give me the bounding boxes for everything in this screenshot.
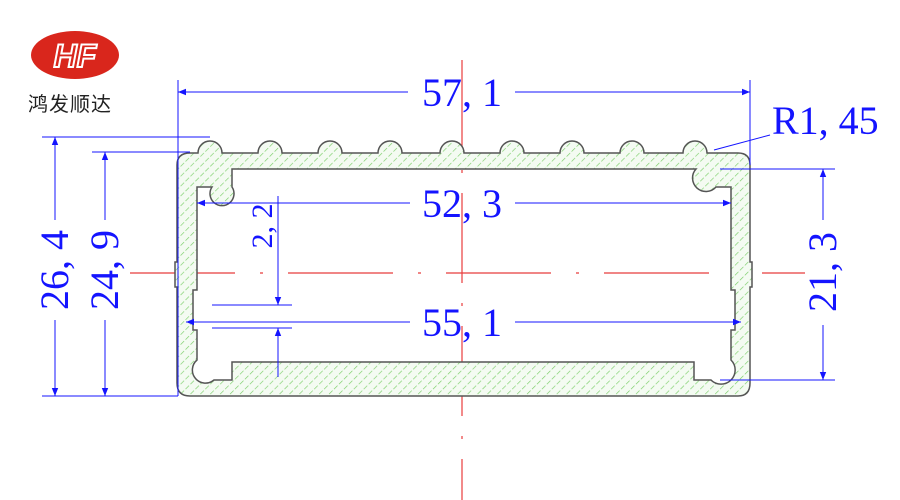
corner-radius-label: R1, 45 [772, 98, 879, 143]
inner-height-label: 21, 3 [800, 232, 845, 312]
dim-corner-radius: R1, 45 [713, 98, 879, 151]
dim-overall-width: 57, 1 [177, 70, 751, 396]
dim-body-height: 24, 9 [82, 151, 190, 396]
company-name: 鸿发顺达 [28, 92, 112, 116]
overall-height-label: 26, 4 [32, 230, 77, 310]
dim-slot-width: 55, 1 [186, 300, 741, 345]
svg-text:HF: HF [54, 38, 98, 74]
inner-width-label: 52, 3 [422, 181, 502, 226]
dim-overall-height: 26, 4 [32, 136, 210, 397]
extrusion-profile [174, 140, 753, 397]
dim-inner-height: 21, 3 [720, 168, 845, 381]
dim-slot-gap: 2, 2 [212, 196, 292, 377]
slot-width-label: 55, 1 [422, 300, 502, 345]
slot-gap-label: 2, 2 [246, 204, 279, 249]
company-logo: HF [31, 31, 119, 79]
overall-width-label: 57, 1 [422, 70, 502, 115]
dim-inner-width: 52, 3 [197, 181, 731, 226]
body-height-label: 24, 9 [82, 230, 127, 310]
